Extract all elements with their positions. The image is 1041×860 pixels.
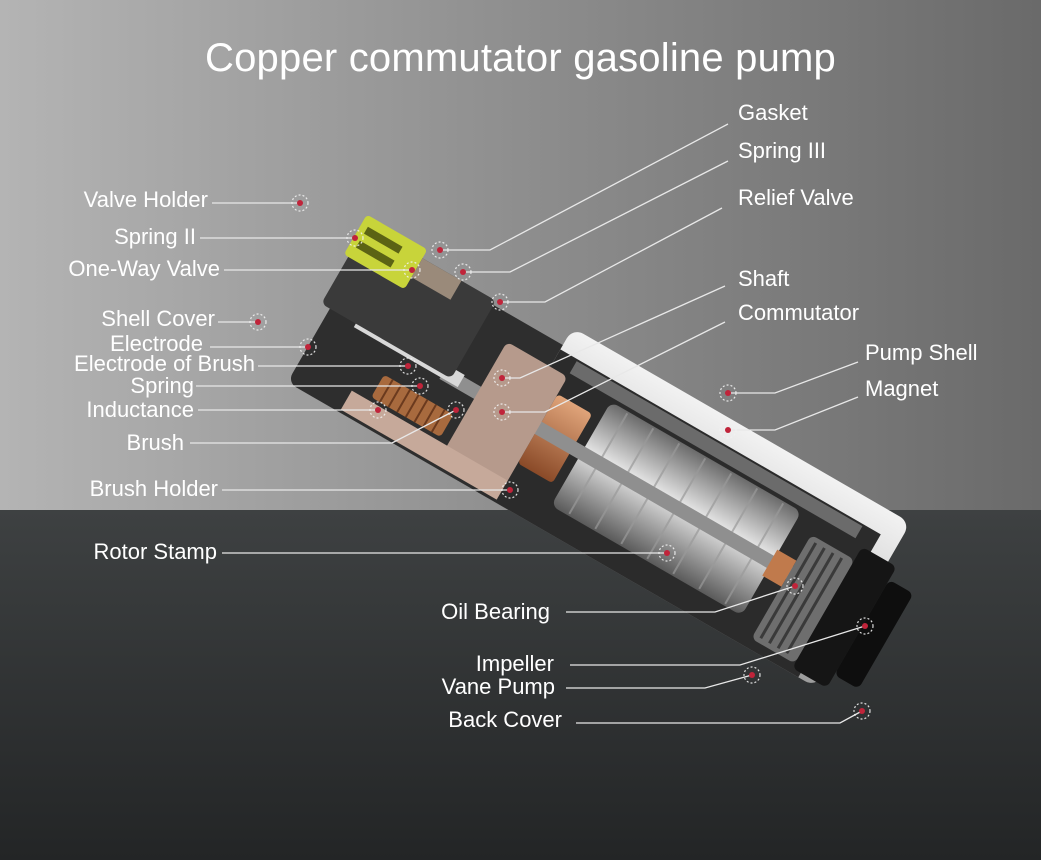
- label-rotor-stamp: Rotor Stamp: [93, 539, 218, 564]
- label-shell-cover: Shell Cover: [101, 306, 215, 331]
- label-brush-holder: Brush Holder: [89, 476, 218, 501]
- label-vane-pump: Vane Pump: [441, 674, 555, 699]
- callout-markers: [249, 194, 874, 720]
- label-pump-shell: Pump Shell: [865, 340, 978, 365]
- label-oil-bearing: Oil Bearing: [441, 599, 550, 624]
- label-valve-holder: Valve Holder: [83, 187, 208, 212]
- label-commutator: Commutator: [738, 300, 860, 325]
- label-magnet: Magnet: [865, 376, 939, 401]
- label-relief-valve: Relief Valve: [738, 185, 854, 210]
- label-impeller: Impeller: [475, 651, 554, 676]
- label-spring: Spring: [130, 373, 194, 398]
- diagram-title: Copper commutator gasoline pump: [205, 36, 836, 80]
- label-shaft: Shaft: [738, 266, 790, 291]
- label-one-way-valve: One-Way Valve: [68, 256, 220, 281]
- label-spring-ii: Spring II: [114, 224, 196, 249]
- label-gasket: Gasket: [738, 100, 808, 125]
- label-back-cover: Back Cover: [448, 707, 562, 732]
- label-electrode-of-brush: Electrode of Brush: [74, 351, 255, 376]
- label-inductance: Inductance: [86, 397, 194, 422]
- label-brush: Brush: [126, 430, 184, 455]
- label-spring-iii: Spring III: [738, 138, 827, 163]
- leader-lines: [190, 123, 866, 724]
- label-electrode: Electrode: [110, 331, 203, 356]
